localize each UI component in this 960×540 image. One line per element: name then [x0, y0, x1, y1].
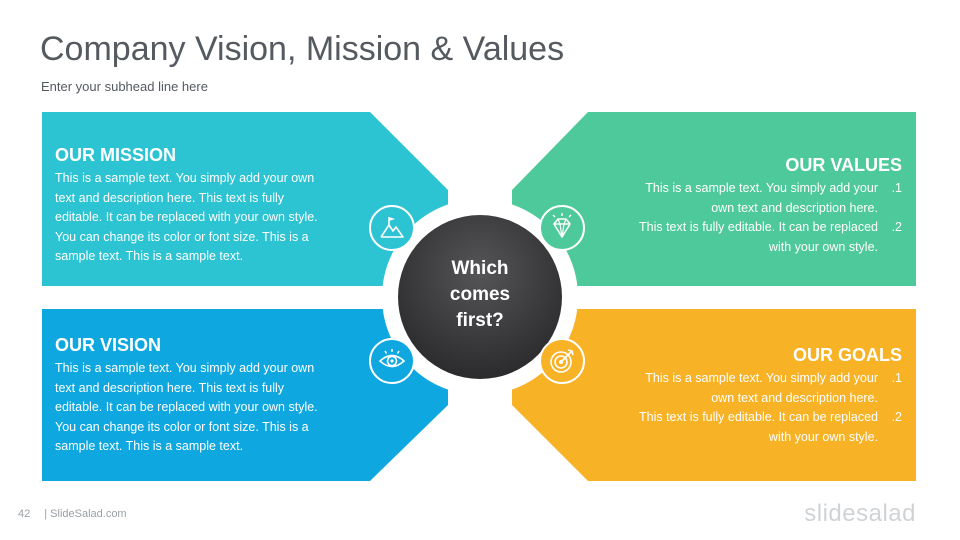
values-item-line: own text and description here. — [711, 200, 878, 215]
values-item-line: This text is fully editable. It can be r… — [638, 220, 878, 234]
footer-site[interactable]: | SlideSalad.com — [44, 508, 127, 520]
values-item-number: .2 — [891, 220, 902, 234]
goals-item-line: with your own style. — [768, 429, 878, 444]
vision-title: OUR VISION — [55, 335, 162, 355]
vision-line: sample text. This is a sample text. — [55, 439, 244, 453]
values-item-line: This is a sample text. You simply add yo… — [645, 181, 878, 195]
values-list: This is a sample text. You simply add yo… — [612, 179, 902, 257]
vision-line: editable. It can be replaced with your o… — [55, 400, 318, 414]
goals-title: OUR GOALS — [792, 345, 902, 365]
goals-item-line: This text is fully editable. It can be r… — [638, 410, 878, 424]
values-item: This text is fully editable. It can be r… — [612, 218, 902, 257]
brand-logo: slidesalad — [804, 500, 916, 527]
center-line: Which — [451, 258, 509, 279]
goals-item: This text is fully editable. It can be r… — [612, 408, 902, 447]
values-card — [512, 112, 916, 286]
goals-item-number: .1 — [891, 371, 902, 385]
mountain-flag-icon — [369, 205, 415, 251]
goals-item-line: own text and description here. — [711, 390, 878, 405]
diamond-icon — [539, 205, 585, 251]
vision-line: You can change its color or font size. T… — [55, 419, 309, 434]
mission-line: This is a sample text. You simply add yo… — [55, 171, 315, 185]
values-item-number: .1 — [891, 181, 902, 195]
page-number: 42 — [18, 508, 31, 520]
values-item: This is a sample text. You simply add yo… — [612, 179, 902, 218]
mission-line: sample text. This is a sample text. — [55, 249, 244, 263]
vision-card — [42, 309, 448, 481]
footer: 42 | SlideSalad.com — [18, 508, 127, 520]
values-item-line: with your own style. — [768, 239, 878, 254]
goals-item: This is a sample text. You simply add yo… — [612, 369, 902, 408]
mission-line: You can change its color or font size. T… — [55, 229, 309, 244]
goals-item-line: This is a sample text. You simply add yo… — [645, 371, 878, 385]
values-title: OUR VALUES — [785, 155, 902, 175]
center-question: Which comes first? — [400, 256, 560, 334]
page-subhead: Enter your subhead line here — [41, 79, 208, 94]
mission-title: OUR MISSION — [55, 145, 177, 165]
center-line: comes — [449, 284, 511, 305]
mission-card — [42, 112, 448, 286]
eye-icon — [369, 338, 415, 384]
mission-line: editable. It can be replaced with your o… — [55, 210, 318, 224]
vision-line: This is a sample text. You simply add yo… — [55, 361, 315, 375]
center-circle — [398, 215, 562, 379]
target-icon — [539, 338, 585, 384]
vision-text: This is a sample text. You simply add yo… — [55, 359, 318, 457]
page-title: Company Vision, Mission & Values — [40, 30, 565, 68]
mission-line: text and description here. This text is … — [55, 190, 285, 205]
center-line: first? — [456, 310, 504, 331]
goals-item-number: .2 — [891, 410, 902, 424]
vision-line: text and description here. This text is … — [55, 380, 285, 395]
goals-card — [512, 309, 916, 481]
goals-list: This is a sample text. You simply add yo… — [612, 369, 902, 447]
mission-text: This is a sample text. You simply add yo… — [55, 169, 318, 267]
